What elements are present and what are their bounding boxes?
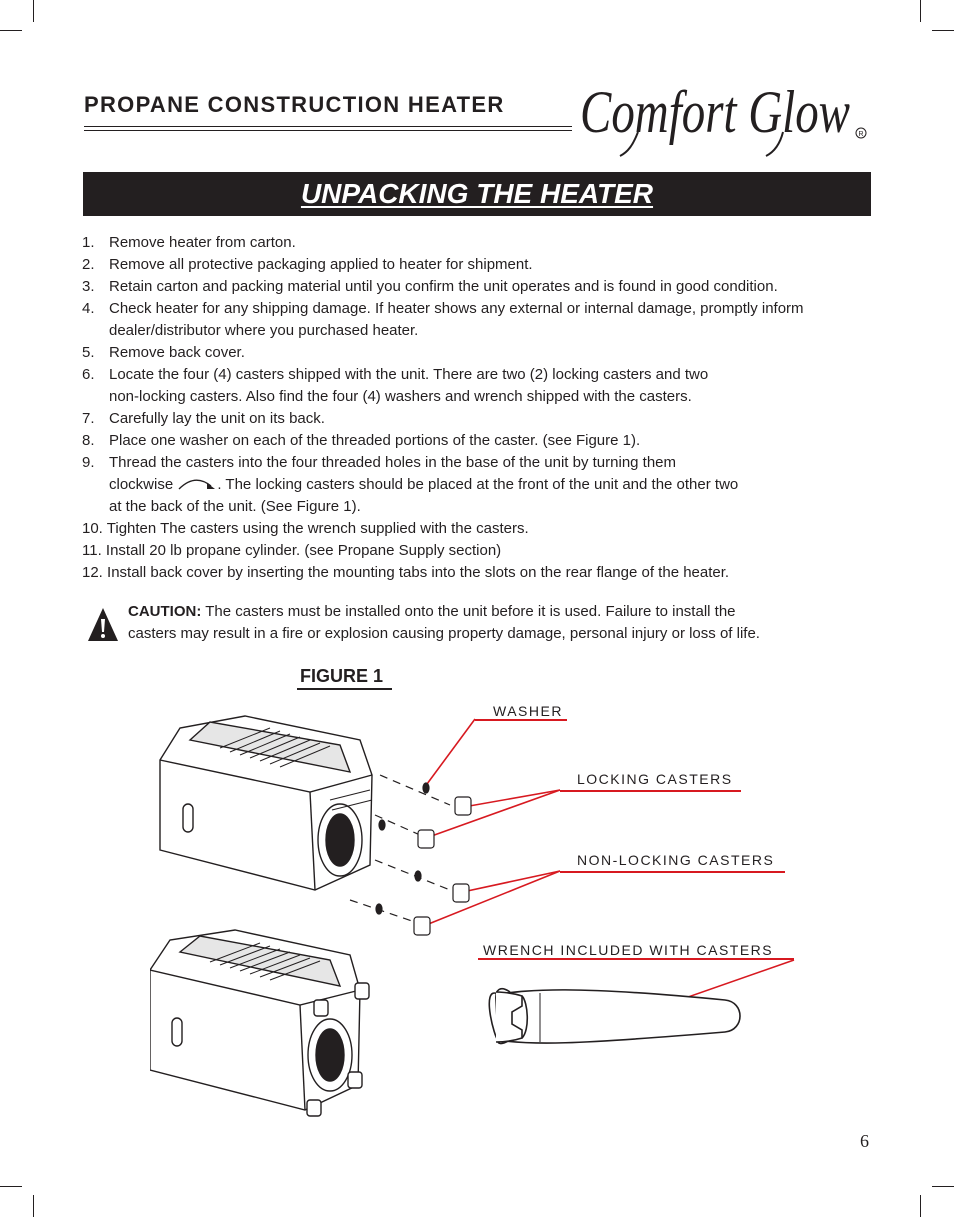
caution-line1: The casters must be installed onto the u… bbox=[201, 603, 736, 620]
caution-line2: casters may result in a fire or explosio… bbox=[128, 625, 760, 642]
step-text-continued: at the back of the unit. (See Figure 1). bbox=[109, 498, 361, 515]
crop-mark-top-left-v bbox=[33, 0, 34, 22]
step-number: 2. bbox=[82, 256, 95, 273]
washer-leader-line bbox=[426, 718, 476, 785]
section-title: UNPACKING THE HEATER bbox=[300, 178, 654, 209]
step-text: Tighten The casters using the wrench sup… bbox=[106, 520, 529, 537]
callout-washer-rule bbox=[475, 719, 567, 721]
step-text: Remove heater from carton. bbox=[109, 234, 296, 251]
step-text-continued: clockwise bbox=[109, 476, 174, 493]
list-item: 8. Place one washer on each of the thread… bbox=[82, 430, 872, 452]
crop-mark-bottom-right-h bbox=[932, 1186, 954, 1187]
callout-wrench-rule bbox=[478, 958, 794, 960]
figure-label: FIGURE 1 bbox=[300, 666, 384, 686]
page-number: 6 bbox=[860, 1131, 869, 1151]
list-item: 6. Locate the four (4) casters shipped wi… bbox=[82, 364, 872, 408]
list-item: 9. Thread the casters into the four threa… bbox=[82, 452, 872, 518]
step-number: 10. bbox=[82, 520, 103, 537]
step-number: 11. bbox=[82, 542, 102, 559]
leader-lines bbox=[425, 718, 795, 1019]
step-text: Carefully lay the unit on its back. bbox=[109, 410, 325, 427]
crop-mark-top-right-h bbox=[932, 30, 954, 31]
caution-text: CAUTION: The casters must be installed o… bbox=[128, 601, 868, 645]
callout-locking-casters: LOCKING CASTERS bbox=[577, 771, 733, 787]
section-banner: UNPACKING THE HEATER bbox=[83, 172, 871, 216]
list-item: 7. Carefully lay the unit on its back. bbox=[82, 408, 872, 430]
list-item: 2. Remove all protective packaging applie… bbox=[82, 254, 872, 276]
callout-non-locking-casters: NON-LOCKING CASTERS bbox=[577, 852, 775, 868]
heater-bottom-illustration bbox=[150, 929, 370, 1117]
crop-mark-bottom-left-h bbox=[0, 1186, 22, 1187]
list-item: 5. Remove back cover. bbox=[82, 342, 872, 364]
header-rule-double bbox=[84, 130, 572, 131]
figure-1-illustration bbox=[150, 715, 795, 1117]
list-item: 10. Tighten The casters using the wrench… bbox=[82, 518, 872, 540]
step-number: 12. bbox=[82, 564, 103, 581]
step-number: 3. bbox=[82, 278, 95, 295]
step-text: Thread the casters into the four threade… bbox=[109, 454, 677, 471]
header-title: PROPANE CONSTRUCTION HEATER bbox=[84, 92, 505, 117]
page-header: PROPANE CONSTRUCTION HEATER bbox=[84, 92, 574, 131]
list-item: 4. Check heater for any shipping damage. … bbox=[82, 298, 872, 342]
crop-mark-top-right-v bbox=[920, 0, 921, 22]
step-text: Place one washer on each of the threaded… bbox=[109, 432, 641, 449]
list-item: 1. Remove heater from carton. bbox=[82, 232, 872, 254]
wrench-illustration bbox=[488, 988, 741, 1045]
svg-text:Comfort Glow: Comfort Glow bbox=[580, 79, 850, 145]
step-text: Install back cover by inserting the moun… bbox=[107, 564, 730, 581]
caster-assembly bbox=[349, 774, 472, 936]
locking-leader-line-2 bbox=[425, 789, 561, 839]
crop-mark-bottom-right-v bbox=[920, 1195, 921, 1217]
non-locking-leader-line-1 bbox=[457, 870, 561, 894]
step-text-continued: . The locking casters should be placed a… bbox=[217, 476, 739, 493]
step-number: 8. bbox=[82, 432, 95, 449]
step-number: 5. bbox=[82, 344, 95, 361]
callout-wrench: WRENCH INCLUDED WITH CASTERS bbox=[483, 942, 774, 958]
step-text: Install 20 lb propane cylinder. (see Pro… bbox=[105, 542, 502, 559]
step-text: Retain carton and packing material until… bbox=[109, 278, 778, 295]
header-rule bbox=[84, 126, 572, 127]
step-text: Remove back cover. bbox=[109, 344, 245, 361]
comfort-glow-logo: Comfort Glow R bbox=[580, 79, 867, 157]
callout-washer: WASHER bbox=[493, 703, 563, 719]
unpacking-steps-list: 1. Remove heater from carton. 2. Remove al… bbox=[82, 232, 872, 584]
step-text-continued: non-locking casters. Also find the four … bbox=[109, 388, 692, 405]
step-text: Locate the four (4) casters shipped with… bbox=[109, 366, 709, 383]
step-number: 1. bbox=[82, 234, 95, 251]
svg-text:R: R bbox=[859, 131, 864, 138]
caution-label: CAUTION: bbox=[128, 603, 202, 620]
crop-mark-bottom-left-v bbox=[33, 1195, 34, 1217]
clockwise-arrow-icon bbox=[178, 479, 216, 490]
list-item: 3. Retain carton and packing material unt… bbox=[82, 276, 872, 298]
list-item: 12. Install back cover by inserting the … bbox=[82, 562, 872, 584]
callout-non-locking-rule bbox=[560, 871, 785, 873]
non-locking-leader-line-2 bbox=[425, 870, 561, 926]
warning-triangle-icon bbox=[88, 608, 118, 641]
figure-label-rule bbox=[297, 688, 392, 690]
locking-leader-line-1 bbox=[457, 789, 561, 809]
step-number: 7. bbox=[82, 410, 95, 427]
step-number: 9. bbox=[82, 454, 95, 471]
step-number: 4. bbox=[82, 300, 95, 317]
step-number: 6. bbox=[82, 366, 95, 383]
heater-top-illustration bbox=[159, 715, 373, 891]
step-text: Remove all protective packaging applied … bbox=[109, 256, 533, 273]
step-text-continued: dealer/distributor where you purchased h… bbox=[109, 322, 419, 339]
callout-locking-rule bbox=[560, 790, 741, 792]
crop-mark-top-left-h bbox=[0, 30, 22, 31]
list-item: 11. Install 20 lb propane cylinder. (see… bbox=[82, 540, 872, 562]
step-text: Check heater for any shipping damage. If… bbox=[109, 300, 804, 317]
